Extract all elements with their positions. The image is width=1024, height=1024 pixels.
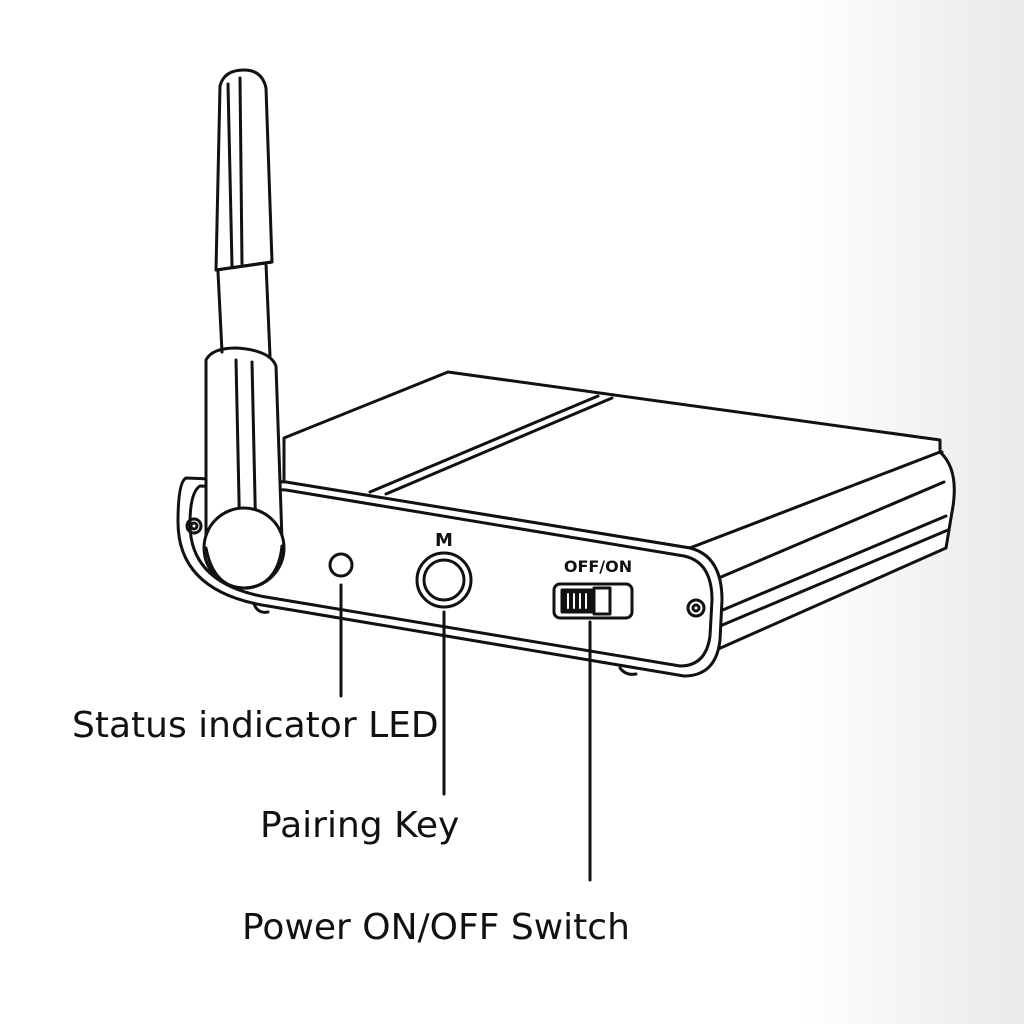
power-switch xyxy=(552,582,634,620)
pairing-key-marking: M xyxy=(435,530,453,551)
left-screw xyxy=(185,517,203,535)
status-led-label: Status indicator LED xyxy=(72,705,439,746)
status-led xyxy=(328,552,354,578)
antenna xyxy=(202,68,286,590)
device-side-face xyxy=(688,450,956,652)
pairing-key xyxy=(415,551,473,609)
switch-marking: OFF/ON xyxy=(564,557,632,576)
pairing-key-label: Pairing Key xyxy=(260,805,460,846)
power-switch-label: Power ON/OFF Switch xyxy=(242,907,630,948)
right-screw xyxy=(686,598,706,618)
